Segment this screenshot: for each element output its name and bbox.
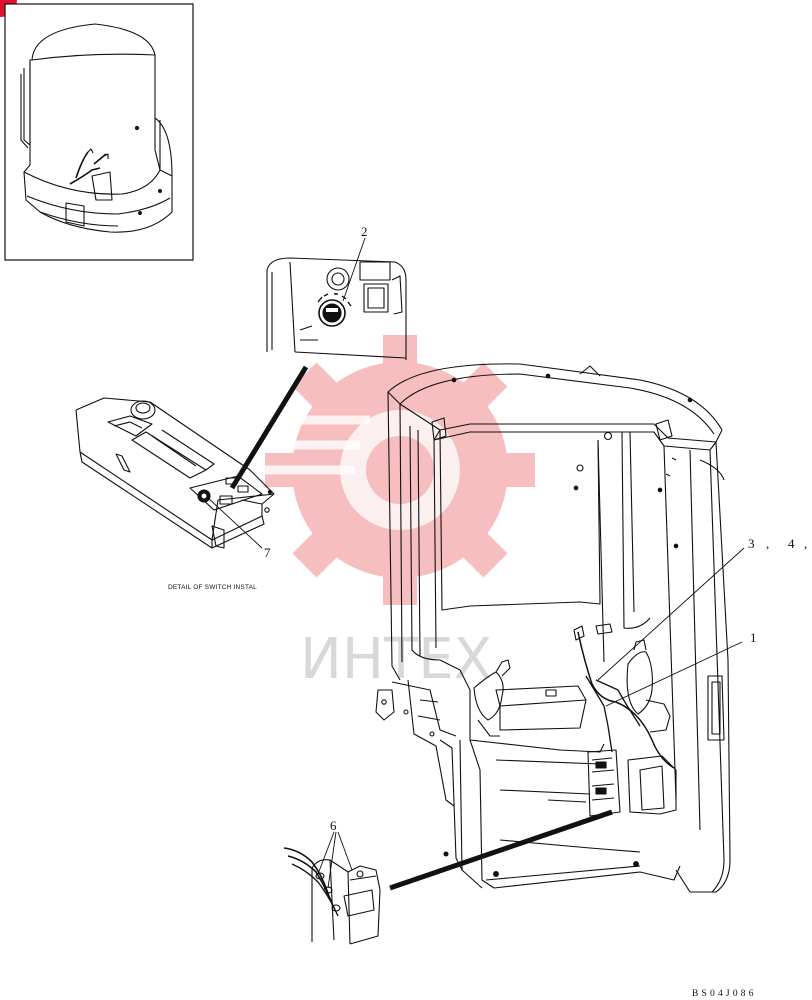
callout-6-leader-b [327,831,337,889]
harness-detail-leader-line [389,809,613,891]
callout-3-leader [597,547,745,681]
callout-6-leader-a [317,831,335,875]
switch-console-drawing [75,397,275,549]
inset-frame [4,3,194,261]
harness-detail-closeup [283,847,381,945]
detail-leader-line [229,365,309,490]
document-id: BS04J086 [692,989,757,999]
callout-1-leader [605,641,743,707]
callout-3: 3 [748,536,755,551]
callout-6: 6 [330,818,337,833]
callout-6-leader-c [337,831,353,871]
detail-caption: DETAIL OF SWITCH INSTAL [168,584,257,591]
overview-machine-drawing [20,23,173,233]
callout-2: 2 [361,224,368,239]
watermark-gear-logo [250,335,535,605]
watermark-text: ИНТЕХ [300,627,492,692]
callout-1: 1 [750,630,757,645]
callout-separator-1: , [766,536,769,551]
switch-detail-closeup [266,257,407,360]
callout-4: 4 [788,536,795,551]
callout-7: 7 [264,545,271,560]
overview-inset [4,3,194,261]
callout-separator-2: , [804,536,807,551]
callout-7-leader [206,496,263,549]
callout-2-leader [342,237,366,302]
